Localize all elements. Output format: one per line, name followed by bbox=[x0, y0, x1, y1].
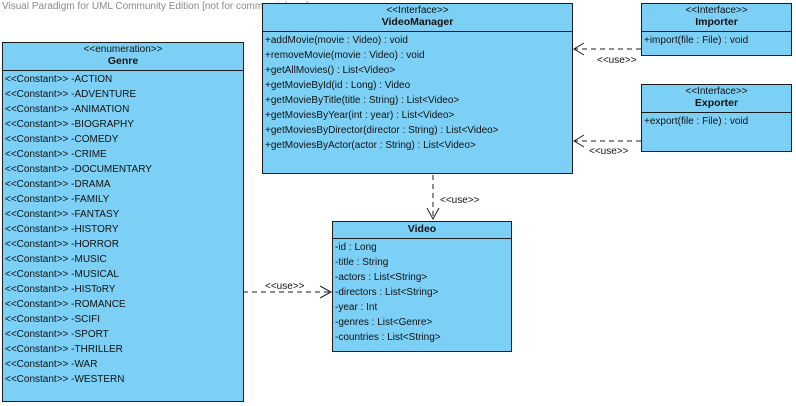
importer-use-label: <<use>> bbox=[597, 55, 637, 66]
exporter-interface[interactable]: <<Interface>> Exporter +export(file : Fi… bbox=[641, 84, 792, 152]
genre-enumeration[interactable]: <<enumeration>> Genre <<Constant>> -ACTI… bbox=[2, 42, 244, 402]
genre-literal: <<Constant>> -DRAMA bbox=[5, 179, 111, 190]
importer-interface[interactable]: <<Interface>> Importer +import(file : Fi… bbox=[641, 3, 792, 56]
video-manager-interface[interactable]: <<Interface>> VideoManager +addMovie(mov… bbox=[262, 3, 573, 174]
manager-video-arrowhead bbox=[426, 207, 440, 221]
genre-literal: <<Constant>> -WAR bbox=[5, 359, 98, 370]
genre-literal: <<Constant>> -MUSICAL bbox=[5, 269, 119, 280]
genre-literal: <<Constant>> -WESTERN bbox=[5, 374, 125, 385]
genre-literal: <<Constant>> -ADVENTURE bbox=[5, 89, 137, 100]
exporter-header: <<Interface>> Exporter bbox=[642, 85, 791, 113]
importer-class-name: Importer bbox=[695, 16, 738, 28]
genre-literal: <<Constant>> -FAMILY bbox=[5, 194, 110, 205]
genre-literal: <<Constant>> -HISToRY bbox=[5, 284, 116, 295]
genre-literal: <<Constant>> -HISTORY bbox=[5, 224, 119, 235]
importer-stereotype: <<Interface>> bbox=[685, 5, 748, 16]
genre-literal: <<Constant>> -THRILLER bbox=[5, 344, 123, 355]
genre-literal: <<Constant>> -SCIFI bbox=[5, 314, 101, 325]
video-attribute: -genres : List<Genre> bbox=[335, 317, 433, 328]
exporter-use-label: <<use>> bbox=[589, 146, 629, 157]
genre-literal: <<Constant>> -ACTION bbox=[5, 74, 113, 85]
video-manager-operation: +addMovie(movie : Video) : void bbox=[265, 35, 408, 46]
genre-literal: <<Constant>> -BIOGRAPHY bbox=[5, 119, 134, 130]
genre-literal: <<Constant>> -ROMANCE bbox=[5, 299, 126, 310]
importer-operation: +import(file : File) : void bbox=[644, 35, 749, 46]
genre-class-name: Genre bbox=[107, 55, 139, 67]
genre-literal: <<Constant>> -MUSIC bbox=[5, 254, 107, 265]
genre-literals: <<Constant>> -ACTION <<Constant>> -ADVENT… bbox=[3, 71, 243, 388]
video-manager-operations: +addMovie(movie : Video) : void +removeMo… bbox=[263, 32, 572, 154]
video-attribute: -directors : List<String> bbox=[335, 287, 439, 298]
watermark-text: Visual Paradigm for UML Community Editio… bbox=[2, 1, 309, 12]
genre-header: <<enumeration>> Genre bbox=[3, 43, 243, 71]
exporter-manager-arrowhead bbox=[573, 134, 585, 148]
genre-stereotype: <<enumeration>> bbox=[83, 44, 163, 55]
video-attribute: -countries : List<String> bbox=[335, 332, 441, 343]
video-manager-stereotype: <<Interface>> bbox=[386, 5, 449, 16]
exporter-stereotype: <<Interface>> bbox=[685, 86, 748, 97]
importer-header: <<Interface>> Importer bbox=[642, 4, 791, 32]
genre-literal: <<Constant>> -ANIMATION bbox=[5, 104, 130, 115]
video-manager-operation: +getAllMovies() : List<Video> bbox=[265, 65, 396, 76]
genre-literal: <<Constant>> -DOCUMENTARY bbox=[5, 164, 152, 175]
video-header: Video bbox=[333, 222, 511, 239]
video-manager-operation: +getMoviesByActor(actor : String) : List… bbox=[265, 140, 476, 151]
manager-video-use-label: <<use>> bbox=[440, 195, 480, 206]
video-manager-class-name: VideoManager bbox=[381, 16, 454, 28]
exporter-operation: +export(file : File) : void bbox=[644, 116, 749, 127]
video-manager-operation: +getMoviesByDirector(director : String) … bbox=[265, 125, 499, 136]
importer-operations: +import(file : File) : void bbox=[642, 32, 791, 49]
video-manager-operation: +getMoviesByYear(int : year) : List<Vide… bbox=[265, 110, 455, 121]
video-manager-operation: +removeMovie(movie : Video) : void bbox=[265, 50, 425, 61]
genre-literal: <<Constant>> -FANTASY bbox=[5, 209, 120, 220]
video-class-name: Video bbox=[407, 223, 437, 235]
genre-literal: <<Constant>> -SPORT bbox=[5, 329, 109, 340]
genre-literal: <<Constant>> -CRIME bbox=[5, 149, 107, 160]
video-attribute: -year : Int bbox=[335, 302, 378, 313]
video-manager-operation: +getMovieById(id : Long) : Video bbox=[265, 80, 411, 91]
video-manager-header: <<Interface>> VideoManager bbox=[263, 4, 572, 32]
video-attribute: -id : Long bbox=[335, 242, 377, 253]
genre-literal: <<Constant>> -COMEDY bbox=[5, 134, 119, 145]
video-class[interactable]: Video -id : Long -title : String -actors :… bbox=[332, 221, 512, 352]
video-attribute: -title : String bbox=[335, 257, 389, 268]
genre-video-use-label: <<use>> bbox=[265, 281, 305, 292]
video-attributes: -id : Long -title : String -actors : List<… bbox=[333, 239, 511, 346]
video-attribute: -actors : List<String> bbox=[335, 272, 428, 283]
exporter-class-name: Exporter bbox=[694, 97, 739, 109]
genre-video-arrowhead bbox=[319, 285, 333, 299]
exporter-operations: +export(file : File) : void bbox=[642, 113, 791, 130]
genre-literal: <<Constant>> -HORROR bbox=[5, 239, 119, 250]
importer-manager-arrowhead bbox=[573, 42, 585, 56]
video-manager-operation: +getMovieByTitle(title : String) : List<… bbox=[265, 95, 460, 106]
